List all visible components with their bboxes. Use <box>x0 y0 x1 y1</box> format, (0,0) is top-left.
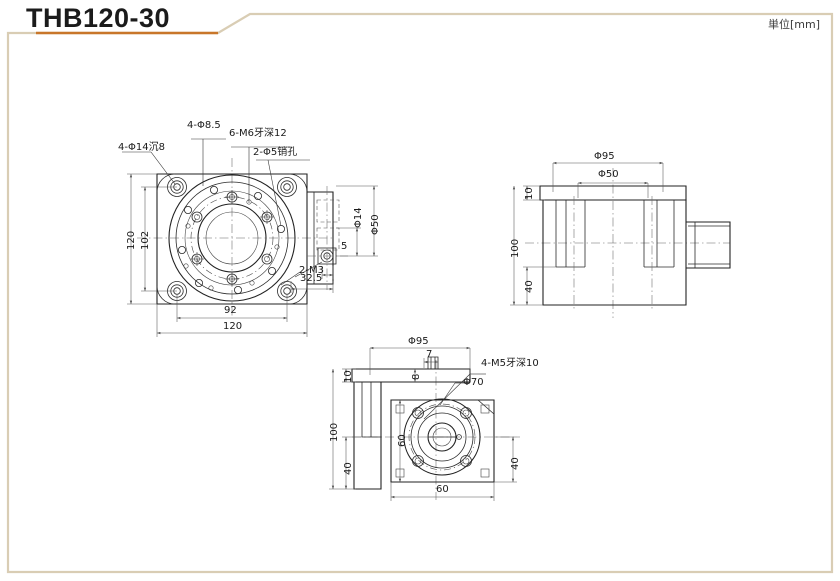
dim-front-5: 5 <box>341 241 348 252</box>
front-dims-right <box>290 185 378 293</box>
dim-side-phi95: Φ95 <box>594 151 615 162</box>
dim-bottom-phi70: Φ70 <box>463 377 484 388</box>
front-view-side-block <box>307 186 348 290</box>
dim-bottom-60-v: 60 <box>397 434 408 447</box>
dim-bottom-60-h: 60 <box>436 484 449 495</box>
side-dims-top <box>552 161 664 198</box>
dim-bottom-100: 100 <box>329 422 340 442</box>
view-side <box>510 161 731 318</box>
dim-bottom-8: 8 <box>411 373 422 380</box>
dim-side-100: 100 <box>510 238 521 258</box>
corner-holes <box>167 177 297 301</box>
front-dims-bottom <box>156 295 308 337</box>
dim-front-120-v: 120 <box>126 230 137 250</box>
dim-side-10: 10 <box>524 187 535 200</box>
page-frame <box>6 12 834 574</box>
dim-bottom-7: 7 <box>426 349 433 360</box>
callout-4-phi14: 4-Φ14沉8 <box>118 142 165 153</box>
side-dims-left <box>510 185 556 306</box>
view-bottom <box>329 346 520 501</box>
dim-front-phi50: Φ50 <box>370 214 381 235</box>
dim-bottom-40-left: 40 <box>343 462 354 475</box>
callout-2-phi5-pin: 2-Φ5销孔 <box>253 147 298 158</box>
bottom-bolt-holes <box>412 407 472 467</box>
view-front <box>122 138 378 337</box>
page-title: THB120-30 <box>26 3 171 33</box>
callout-6-m6: 6-M6牙深12 <box>229 128 287 139</box>
bolt-hole-ring <box>177 185 285 294</box>
dim-bottom-40-right: 40 <box>510 457 521 470</box>
dim-bottom-10: 10 <box>343 370 354 383</box>
dim-side-phi50: Φ50 <box>598 169 619 180</box>
dim-bottom-phi95: Φ95 <box>408 336 429 347</box>
callout-4-m5: 4-M5牙深10 <box>481 358 539 369</box>
dim-front-102: 102 <box>140 230 151 250</box>
dim-front-120-h: 120 <box>223 321 243 332</box>
callout-2-m3: 2-M3 <box>299 265 324 276</box>
dim-front-phi14: Φ14 <box>353 207 364 228</box>
dim-front-32-5: 32.5 <box>300 273 323 284</box>
dim-front-92: 92 <box>224 305 237 316</box>
front-dims-left <box>127 173 177 305</box>
callout-4-phi8-5: 4-Φ8.5 <box>187 120 221 131</box>
dim-side-40: 40 <box>524 280 535 293</box>
bottom-dims <box>329 346 517 501</box>
unit-label: 単位[mm] <box>767 18 820 31</box>
front-callout-leaders <box>122 138 323 286</box>
